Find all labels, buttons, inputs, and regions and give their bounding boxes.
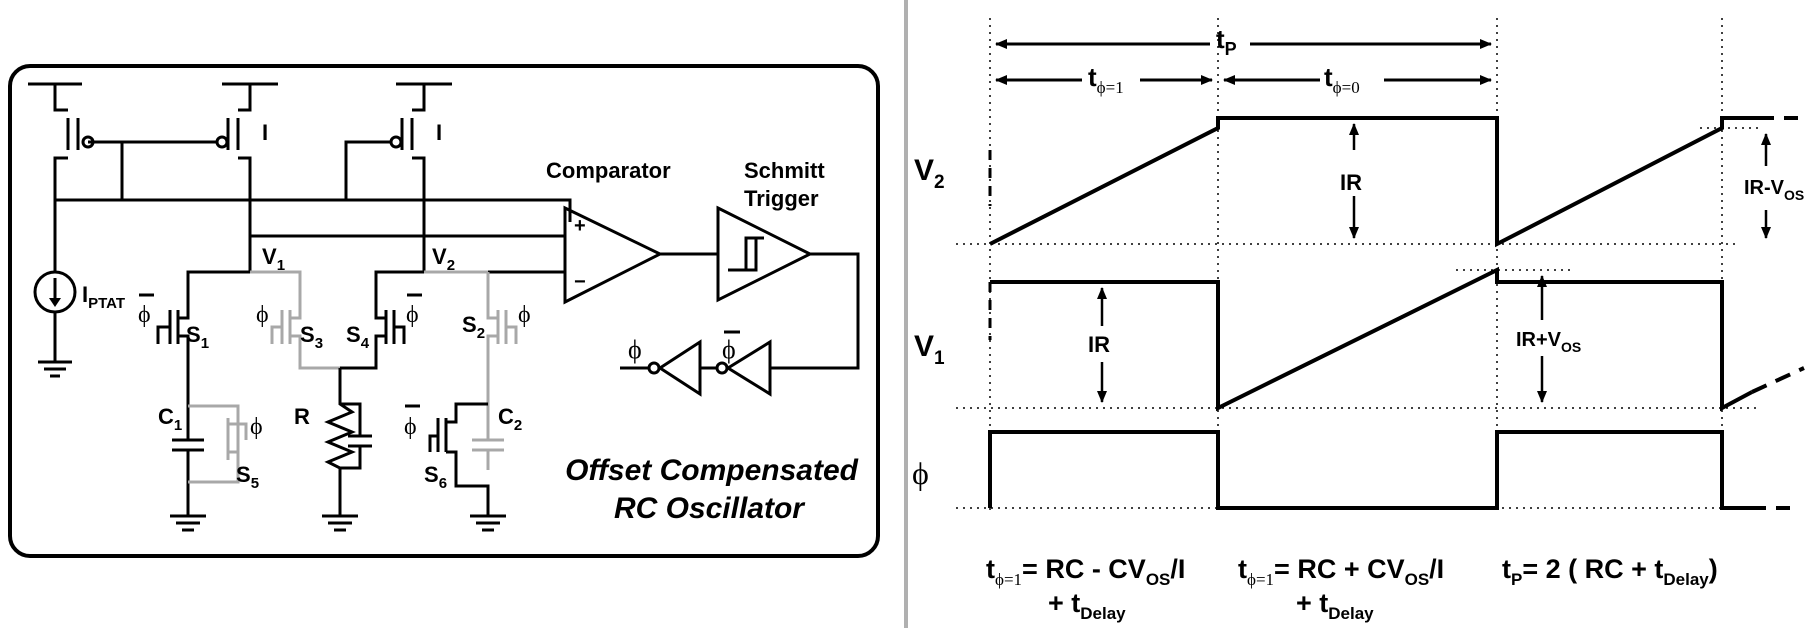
circuit-title-line2: RC Oscillator [614, 492, 806, 525]
s3-label: S3 [300, 322, 323, 352]
v1-axis-label: V1 [914, 330, 945, 369]
v1-ir-label: IR [1088, 332, 1110, 357]
v1-feed-wire [248, 234, 565, 250]
pmos-mirror-2-transistor [344, 84, 426, 250]
current-label-left: I [262, 120, 268, 145]
equation-tphi1-minus-delay: + tDelay [1048, 588, 1126, 623]
schmitt-label-line2: Trigger [744, 186, 819, 211]
switch-s6-transistor [428, 402, 506, 532]
c2-label: C2 [498, 404, 522, 434]
phi-waveform [988, 430, 1752, 510]
equation-tphi1-minus: tϕ=1= RC - CVOS/I [986, 554, 1185, 589]
bias-line [55, 198, 572, 222]
switch-s2-transistor [424, 270, 518, 400]
iptat-label: IPTAT [82, 282, 125, 312]
equation-tphi1-plus-delay: + tDelay [1296, 588, 1374, 623]
v1-ir-plus-vos-label: IR+VOS [1516, 329, 1581, 355]
tp-label: tP [1216, 24, 1237, 59]
v1-node-label: V1 [262, 244, 285, 274]
schmitt-trigger-symbol [716, 205, 860, 370]
circuit-title-line1: Offset Compensated [565, 454, 859, 487]
equation-tphi1-plus: tϕ=1= RC + CVOS/I [1238, 554, 1444, 589]
inverter-output-phi: ϕ [628, 335, 642, 364]
inverter-mid-phibar: ϕ [722, 335, 736, 364]
capacitor-c1 [170, 400, 206, 532]
comparator-plus: + [574, 215, 586, 237]
circuit-border [8, 64, 880, 558]
schmitt-label-line1: Schmitt [744, 158, 825, 183]
resistor-r [322, 368, 372, 532]
v2-waveform [989, 116, 1760, 248]
switch-s1-transistor [156, 300, 190, 400]
switch-s4-transistor [340, 300, 406, 370]
tphi0-label: tϕ=0 [1324, 62, 1360, 97]
v1-continuation [1751, 366, 1805, 394]
pmos-mirror-1-transistor [88, 84, 252, 250]
resistor-label: R [294, 404, 310, 429]
s2-label: S2 [462, 312, 485, 342]
v1-waveform [990, 266, 1753, 412]
current-label-right: I [436, 120, 442, 145]
c1-label: C1 [158, 404, 182, 434]
equation-tp: tP= 2 ( RC + tDelay) [1502, 554, 1718, 589]
tphi1-label: tϕ=1 [1088, 62, 1124, 97]
v2-ir-minus-vos-label: IR-VOS [1744, 177, 1804, 203]
s6-label: S6 [424, 462, 447, 492]
phi-axis-label: ϕ [912, 455, 929, 491]
comparator-minus: − [574, 271, 586, 293]
s5-label: S5 [236, 462, 259, 492]
s3-gate-phi: ϕ [256, 302, 269, 328]
s4-gate-phibar: ϕ [406, 302, 419, 328]
comparator-symbol [563, 205, 718, 305]
v2-ir-label: IR [1340, 170, 1362, 195]
inverter-chain [620, 339, 772, 397]
s1-label: S1 [186, 322, 209, 352]
v2-node-wire [374, 250, 426, 300]
s4-label: S4 [346, 322, 370, 352]
switch-s3-transistor [250, 270, 340, 370]
switch-s5-transistor [188, 404, 248, 484]
timing-panel: tP tϕ=1 tϕ=0 V2 IR IR-VOS V1 IR IR+ [912, 18, 1805, 623]
capacitor-c2 [472, 400, 504, 470]
s6-gate-phibar: ϕ [404, 414, 417, 440]
v2-axis-label: V2 [914, 154, 945, 193]
v2-node-label: V2 [432, 244, 455, 274]
comparator-label: Comparator [546, 158, 671, 183]
v1-node-wire [186, 250, 252, 300]
s1-gate-phibar: ϕ [138, 302, 151, 328]
s2-gate-phi: ϕ [518, 302, 531, 328]
iptat-current-source [33, 200, 77, 378]
s5-gate-phi: ϕ [250, 414, 263, 440]
circuit-panel: I I IPTAT V1 V2 [8, 64, 880, 558]
